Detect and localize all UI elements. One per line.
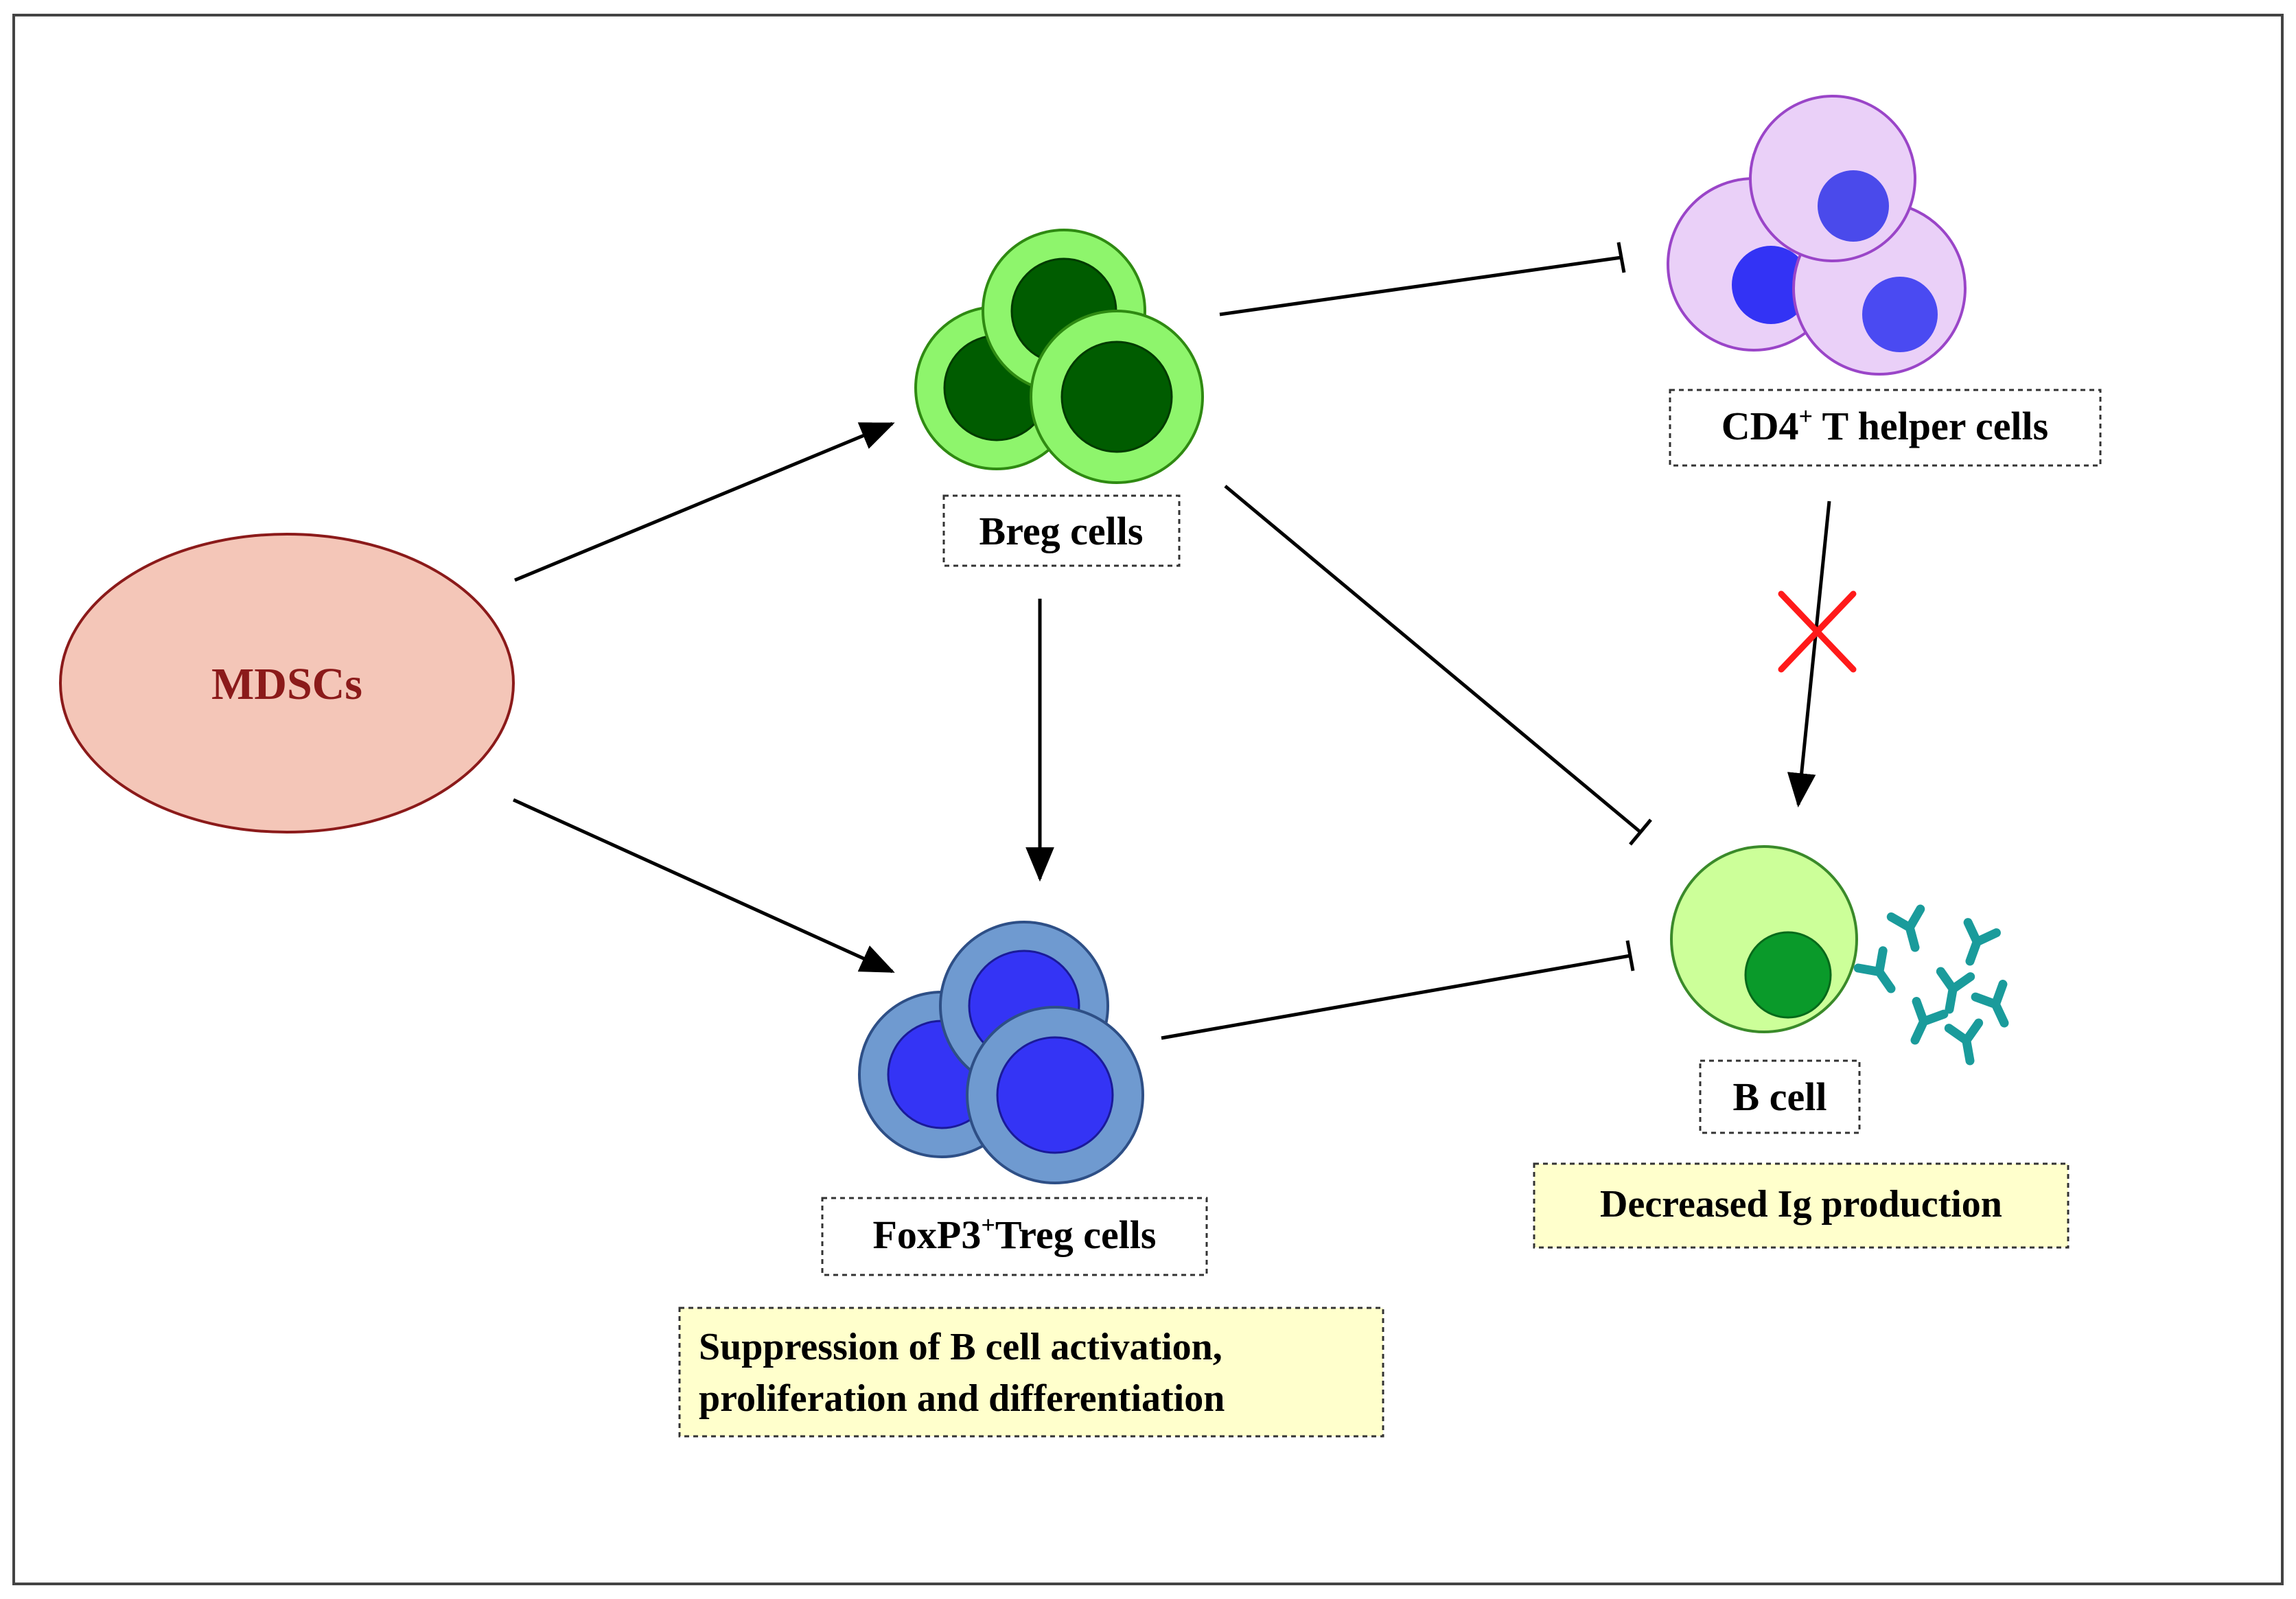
mdscs-label: MDSCs [211, 659, 362, 709]
cd4-label-box [1669, 389, 2102, 467]
antibody-icon [1944, 1018, 1984, 1066]
treg-cell [966, 1006, 1144, 1184]
bcell-label: B cell [1733, 1074, 1827, 1119]
treg-effect-box [678, 1307, 1384, 1438]
bcell-effect-box [1533, 1162, 2069, 1249]
treg-cell-cluster: FoxP3+Treg cells [821, 921, 1208, 1276]
treg-effect-line1: Suppression of B cell activation, [699, 1326, 1222, 1368]
t-helper-cell [1749, 95, 1916, 262]
treg-effect-note: Suppression of B cell activation, prolif… [678, 1307, 1384, 1438]
edge-breg-inhibits-bcell [1224, 485, 1642, 833]
treg-label-box [821, 1197, 1208, 1276]
antibody-icon [1936, 967, 1975, 1014]
edge-cd4-to-bcell [1787, 501, 1831, 808]
antibody-icon [1886, 904, 1925, 952]
mdscs-ellipse [59, 533, 515, 833]
edge-treg-inhibits-bcell-bar [1625, 940, 1635, 971]
bcell-effect-line1: Decreased Ig production [1600, 1183, 2002, 1226]
bcell-effect-note: Decreased Ig production [1533, 1162, 2069, 1249]
treg-effect-line2: proliferation and differentiation [699, 1377, 1225, 1420]
cd4-cell-cluster: CD4+ T helper cells [1667, 95, 2102, 467]
edge-breg-inhibits-bcell-bar [1629, 818, 1652, 846]
antibody-icons [1853, 904, 2009, 1066]
mdscs-node: MDSCs [59, 533, 515, 833]
breg-cell [1030, 310, 1204, 484]
edge-mdscs-to-breg [514, 422, 895, 582]
blocked-x-icon [1778, 590, 1857, 673]
antibody-icon [1963, 918, 2001, 966]
breg-cell-cluster: Breg cells [914, 229, 1204, 567]
b-cell-nucleus [1744, 931, 1832, 1019]
breg-label: Breg cells [979, 509, 1144, 553]
breg-label-box [942, 494, 1181, 567]
edge-treg-inhibits-bcell [1161, 954, 1631, 1040]
edge-breg-inhibits-cd4-bar [1616, 242, 1626, 273]
antibody-icon [1910, 997, 1949, 1045]
edge-mdscs-to-treg [512, 798, 895, 974]
treg-label: FoxP3+Treg cells [873, 1211, 1157, 1257]
b-cell-node: B cell [1670, 845, 1861, 1134]
edges [512, 242, 1831, 1040]
cd4-label: CD4+ T helper cells [1721, 402, 2048, 448]
antibody-icon [1853, 946, 1896, 993]
edge-breg-inhibits-cd4 [1219, 255, 1622, 317]
antibody-icon [1971, 980, 2009, 1028]
bcell-label-box [1699, 1059, 1861, 1134]
